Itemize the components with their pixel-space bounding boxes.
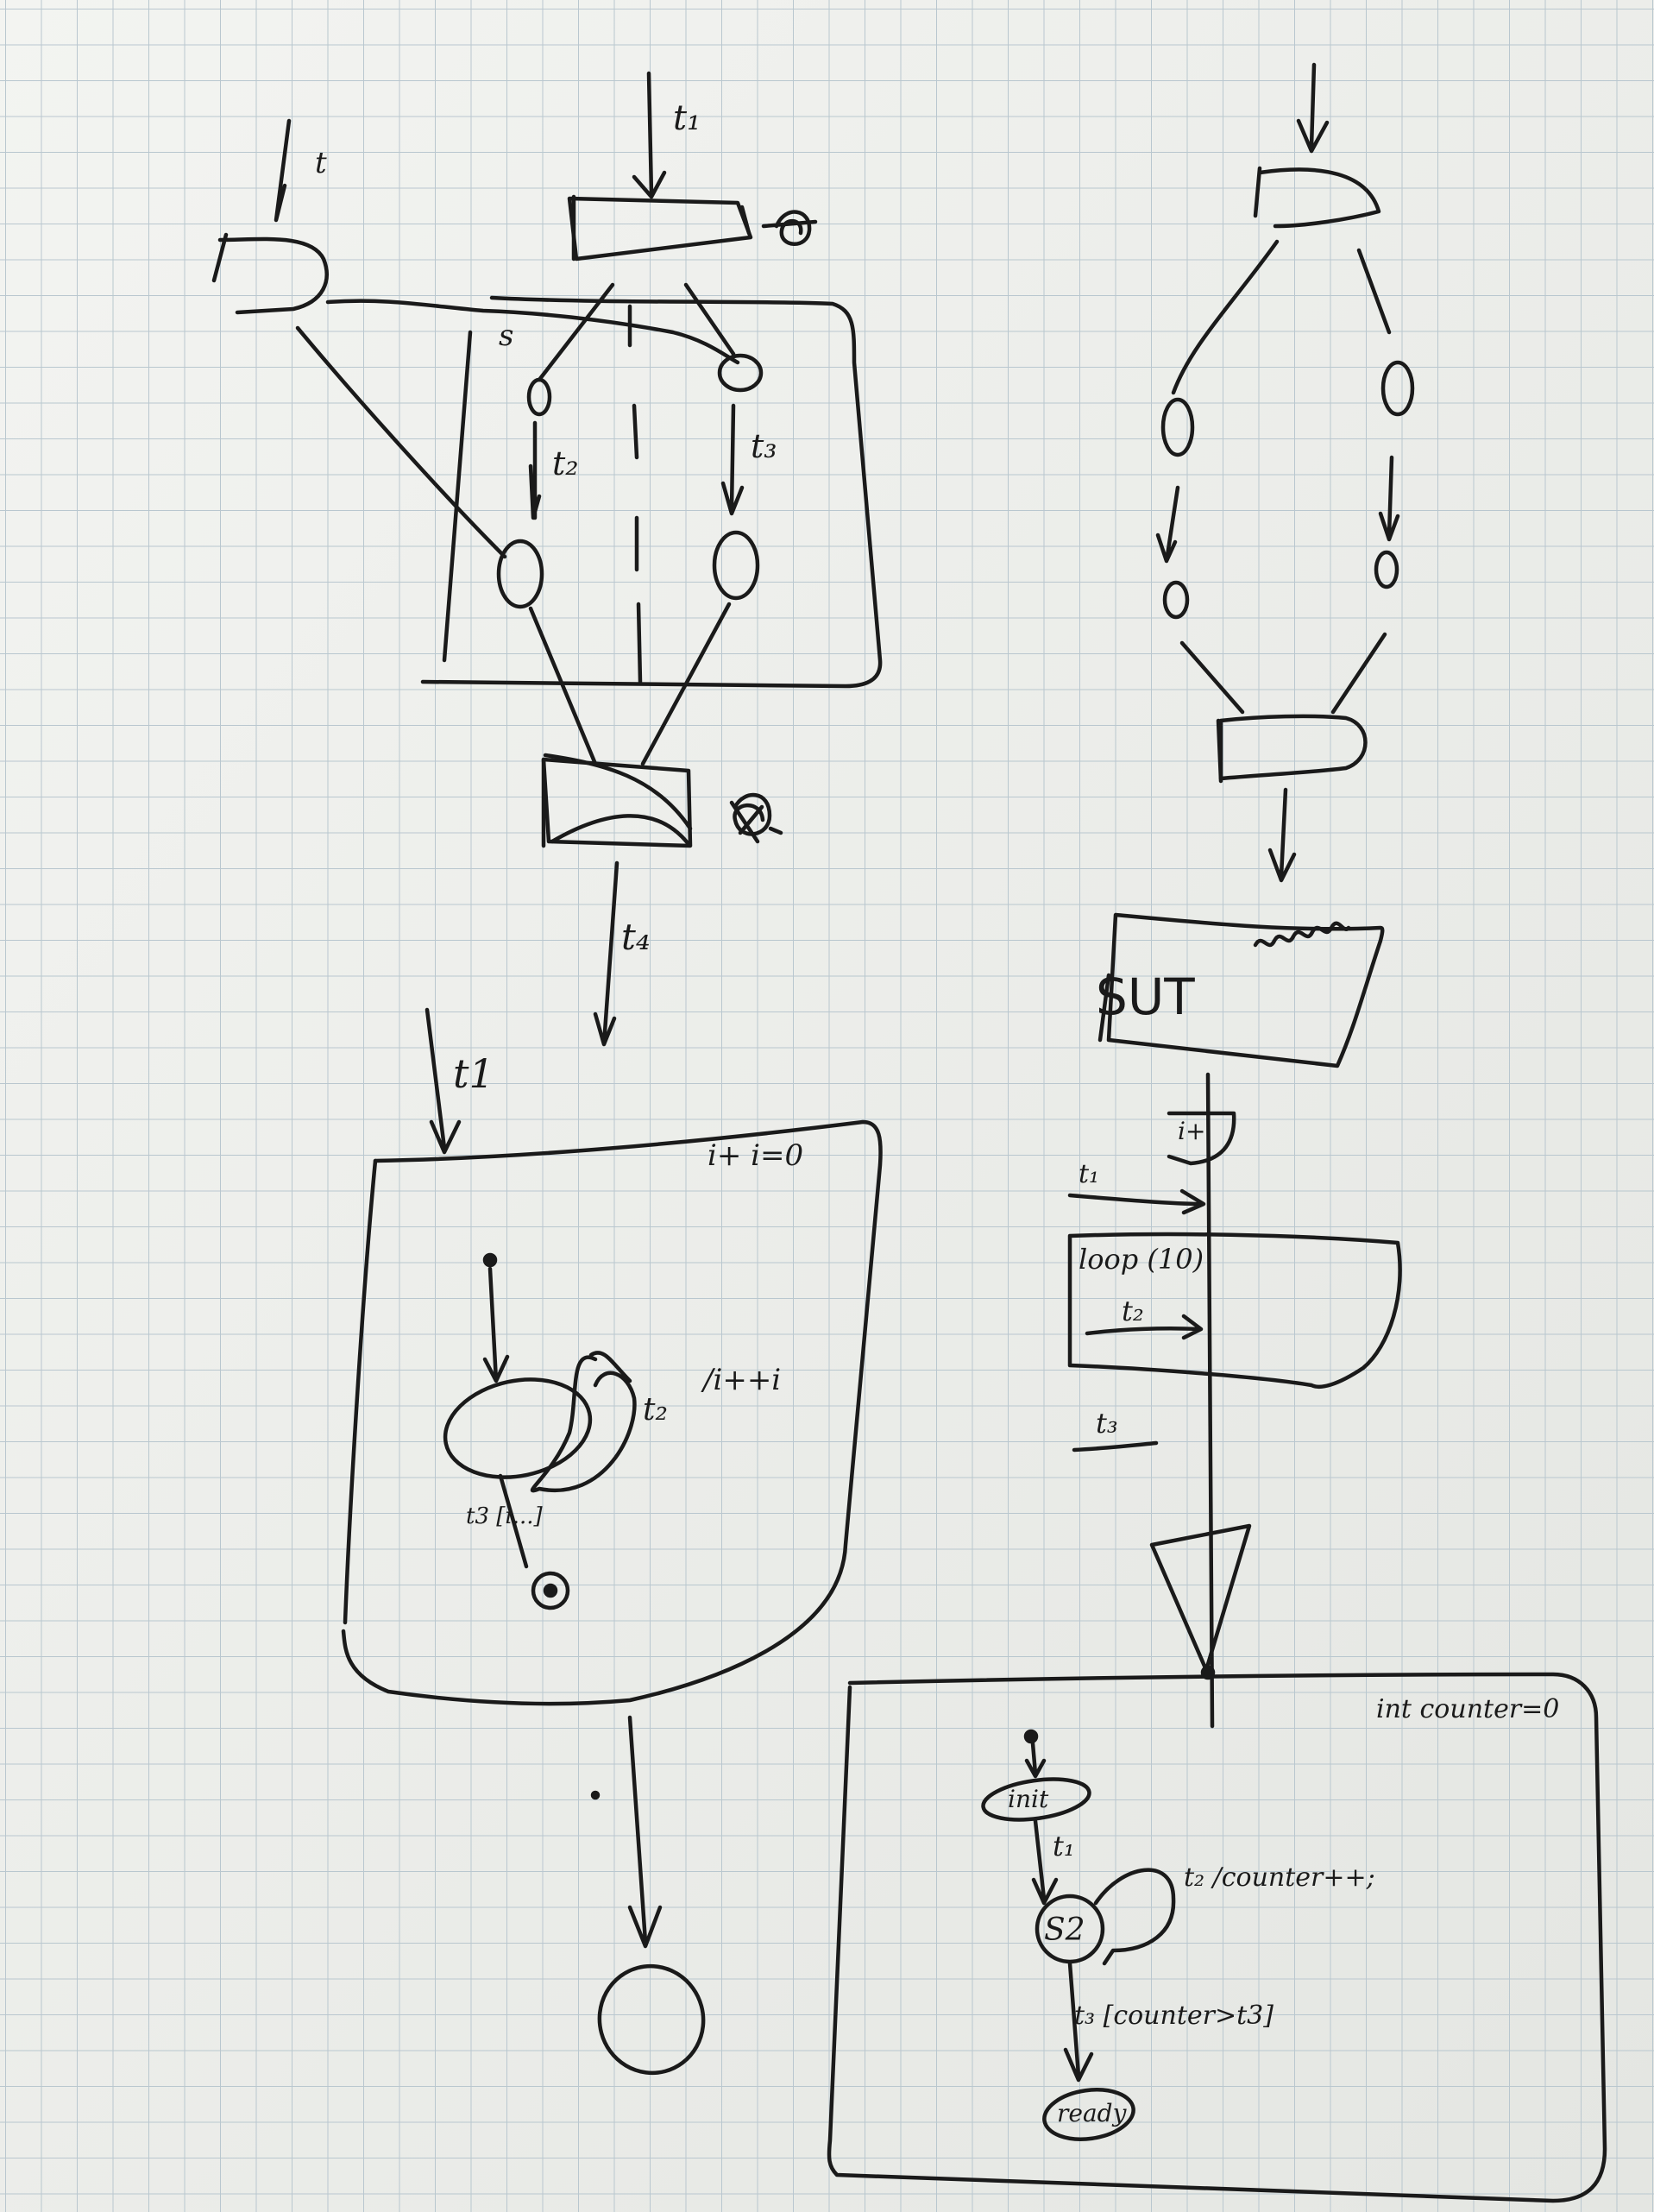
bottom-right-s2-label: S2 (1044, 1913, 1085, 1948)
middle-left-diagram (341, 1007, 883, 1706)
top-left-labels: t₁ t s t₂ t₃ t₄ (315, 98, 777, 958)
right-diagram (827, 62, 1607, 2203)
bottom-right-ready-label: ready (1057, 2099, 1128, 2127)
right-int-box-label: i+ (1178, 1117, 1205, 1145)
middle-left-labels: t1 i+ i=0 t₂ /i++i t3 [i...] (453, 1050, 803, 1529)
middle-left-init-label: i+ i=0 (708, 1138, 803, 1173)
right-loop-label: loop (10) (1079, 1243, 1204, 1276)
right-sut-label: SUT (1096, 967, 1195, 1026)
bottom-left-diagram (590, 1715, 706, 2076)
middle-left-action-label: /i++i (701, 1363, 781, 1397)
bottom-right-init-label: int counter=0 (1376, 1694, 1559, 1724)
bottom-right-state-init-label: init (1008, 1785, 1049, 1813)
top-left-t1-label: t₁ (673, 98, 701, 138)
top-left-t3-label: t₃ (751, 427, 777, 465)
bottom-right-t3-guard-label: t₃ [counter>t3] (1074, 2001, 1274, 2031)
right-t3-label: t₃ (1096, 1407, 1118, 1440)
top-left-t2-label: t₂ (552, 444, 579, 482)
middle-left-t2-label: t₂ (643, 1392, 668, 1427)
top-left-t-label: t (315, 146, 327, 180)
bottom-right-t2-action-label: t₂ /counter++; (1184, 1862, 1375, 1893)
right-t2-label: t₂ (1122, 1295, 1144, 1327)
middle-left-t3-guard-label: t3 [i...] (466, 1503, 544, 1529)
top-left-diagram (211, 71, 883, 1047)
right-t1-label: t₁ (1079, 1159, 1099, 1189)
top-left-s-label: s (499, 318, 513, 353)
bottom-right-t1-label: t₁ (1053, 1830, 1075, 1862)
middle-left-t1-label: t1 (453, 1050, 494, 1097)
right-labels: SUT i+ t₁ loop (10) t₂ t₃ int counter=0 … (1008, 967, 1559, 2127)
top-left-t4-label: t₄ (621, 916, 651, 958)
